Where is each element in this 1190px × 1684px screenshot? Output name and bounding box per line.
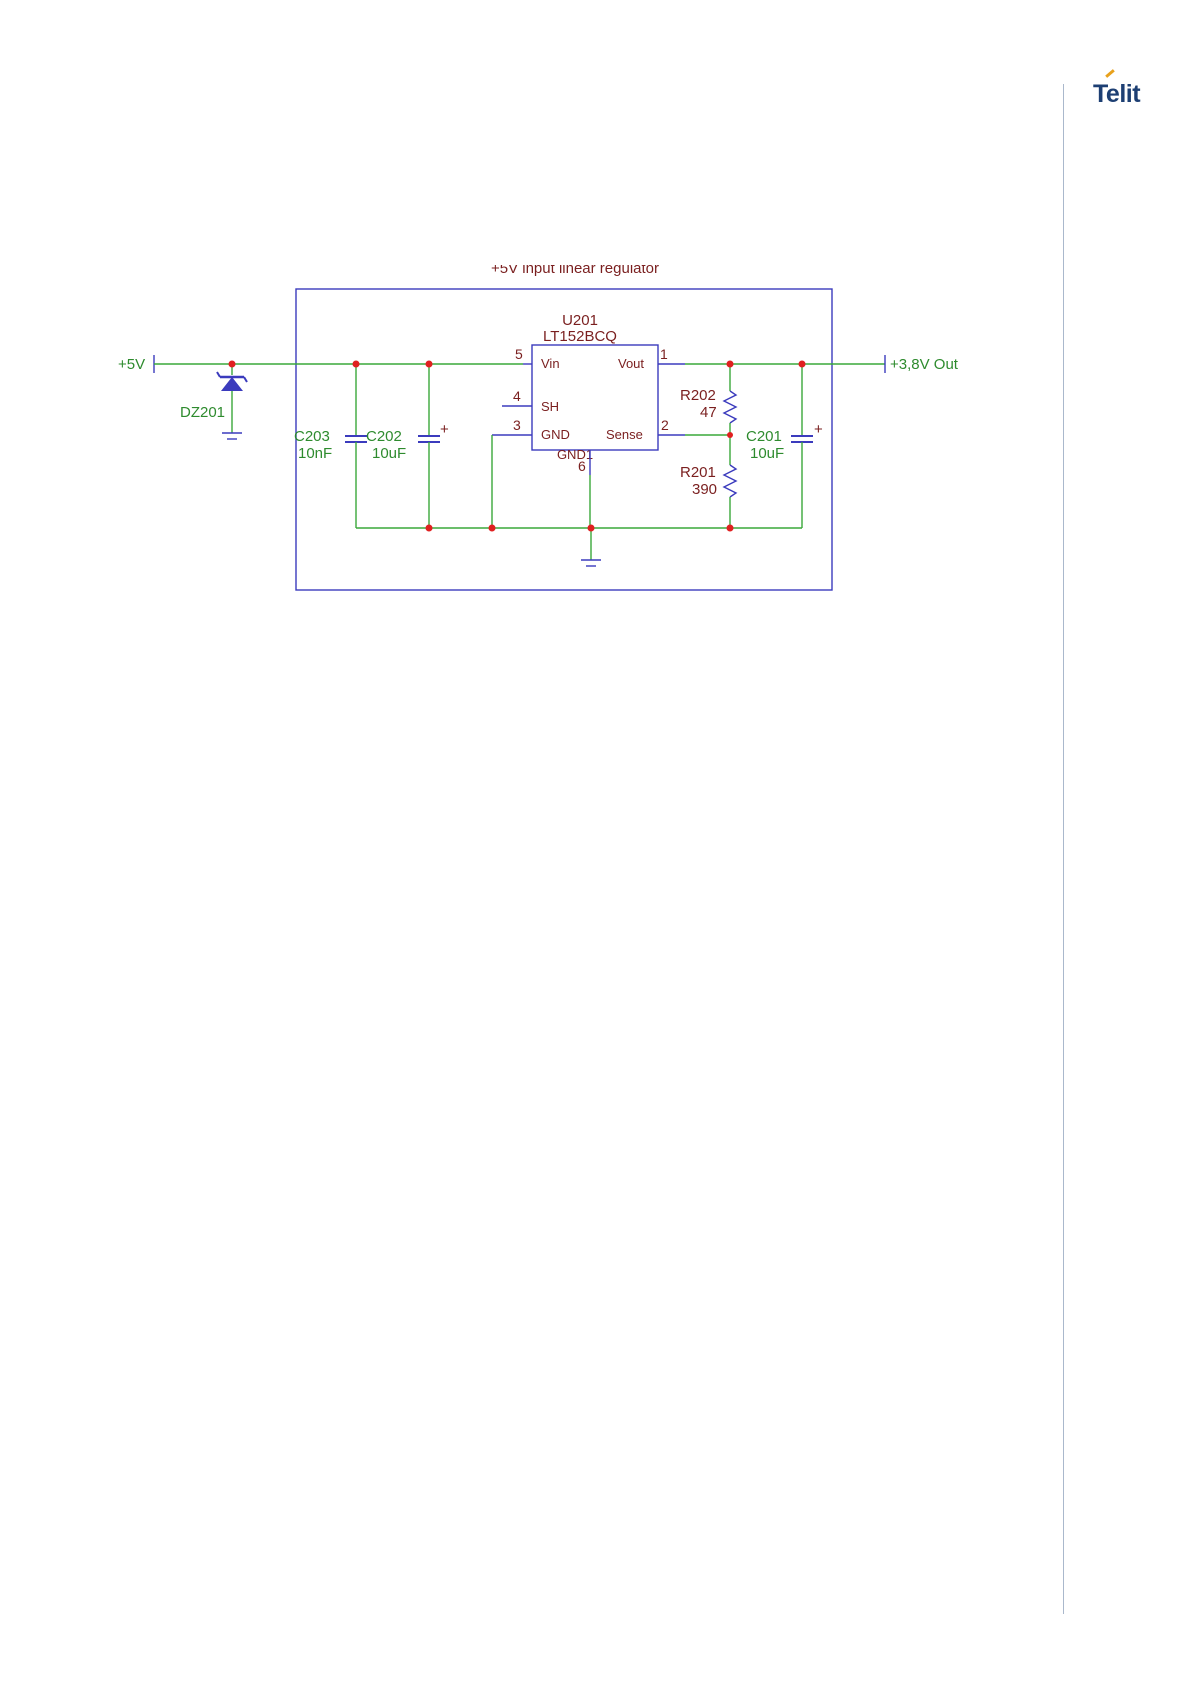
- c202-ref-label: C202: [366, 428, 402, 445]
- junction-dot: [727, 432, 733, 438]
- pin-vout-number: 1: [660, 346, 668, 362]
- r202-resistor-symbol: [724, 391, 736, 423]
- zener-ref-label: DZ201: [180, 404, 225, 421]
- ic-ref-label: U201: [562, 312, 598, 329]
- c202-polarity-mark: +: [440, 421, 449, 438]
- input-label: +5V: [118, 356, 145, 373]
- c201-capacitor-symbol: [791, 436, 813, 442]
- ic-part-label: LT152BCQ: [543, 328, 617, 345]
- c201-polarity-mark: +: [814, 421, 823, 438]
- junction-dot: [426, 525, 433, 532]
- junction-dot: [353, 361, 360, 368]
- junction-dot: [799, 361, 806, 368]
- pin-gnd-name: GND: [541, 427, 570, 442]
- pin-vout-name: Vout: [618, 356, 644, 371]
- r202-value-label: 47: [700, 404, 717, 421]
- c203-ref-label: C203: [294, 428, 330, 445]
- pin-sh-number: 4: [513, 388, 521, 404]
- logo-text: Telit: [1093, 80, 1140, 109]
- junction-dot: [229, 361, 236, 368]
- telit-logo-icon: Telit: [1093, 72, 1173, 112]
- c203-capacitor-symbol: [345, 436, 367, 442]
- pin-gnd1-name: GND1: [557, 447, 593, 462]
- page-margin-rule: [1063, 84, 1064, 1614]
- pin-vin-number: 5: [515, 346, 523, 362]
- r201-ref-label: R201: [680, 464, 716, 481]
- c202-capacitor-symbol: [418, 436, 440, 442]
- output-label: +3,8V Out: [890, 356, 959, 373]
- junction-dot: [489, 525, 496, 532]
- junction-dot: [727, 525, 734, 532]
- pin-sense-number: 2: [661, 417, 669, 433]
- c201-value-label: 10uF: [750, 445, 784, 462]
- pin-vin-name: Vin: [541, 356, 560, 371]
- pin-gnd-number: 3: [513, 417, 521, 433]
- pin-sense-name: Sense: [606, 427, 643, 442]
- r201-resistor-symbol: [724, 465, 736, 497]
- r201-value-label: 390: [692, 481, 717, 498]
- junction-dot: [588, 525, 595, 532]
- logo-accent-mark: [1105, 69, 1115, 78]
- c202-value-label: 10uF: [372, 445, 406, 462]
- main-ground-symbol: [581, 560, 601, 566]
- junction-dot: [426, 361, 433, 368]
- schematic-title: +5V input linear regulator: [491, 265, 659, 277]
- zener-ground-symbol: [222, 433, 242, 439]
- pin-gnd1-number: 6: [578, 458, 586, 474]
- c203-value-label: 10nF: [298, 445, 332, 462]
- regulator-schematic: +5V input linear regulator +5V DZ201: [100, 265, 980, 615]
- r202-ref-label: R202: [680, 387, 716, 404]
- pin-sh-name: SH: [541, 399, 559, 414]
- c201-ref-label: C201: [746, 428, 782, 445]
- junction-dot: [727, 361, 734, 368]
